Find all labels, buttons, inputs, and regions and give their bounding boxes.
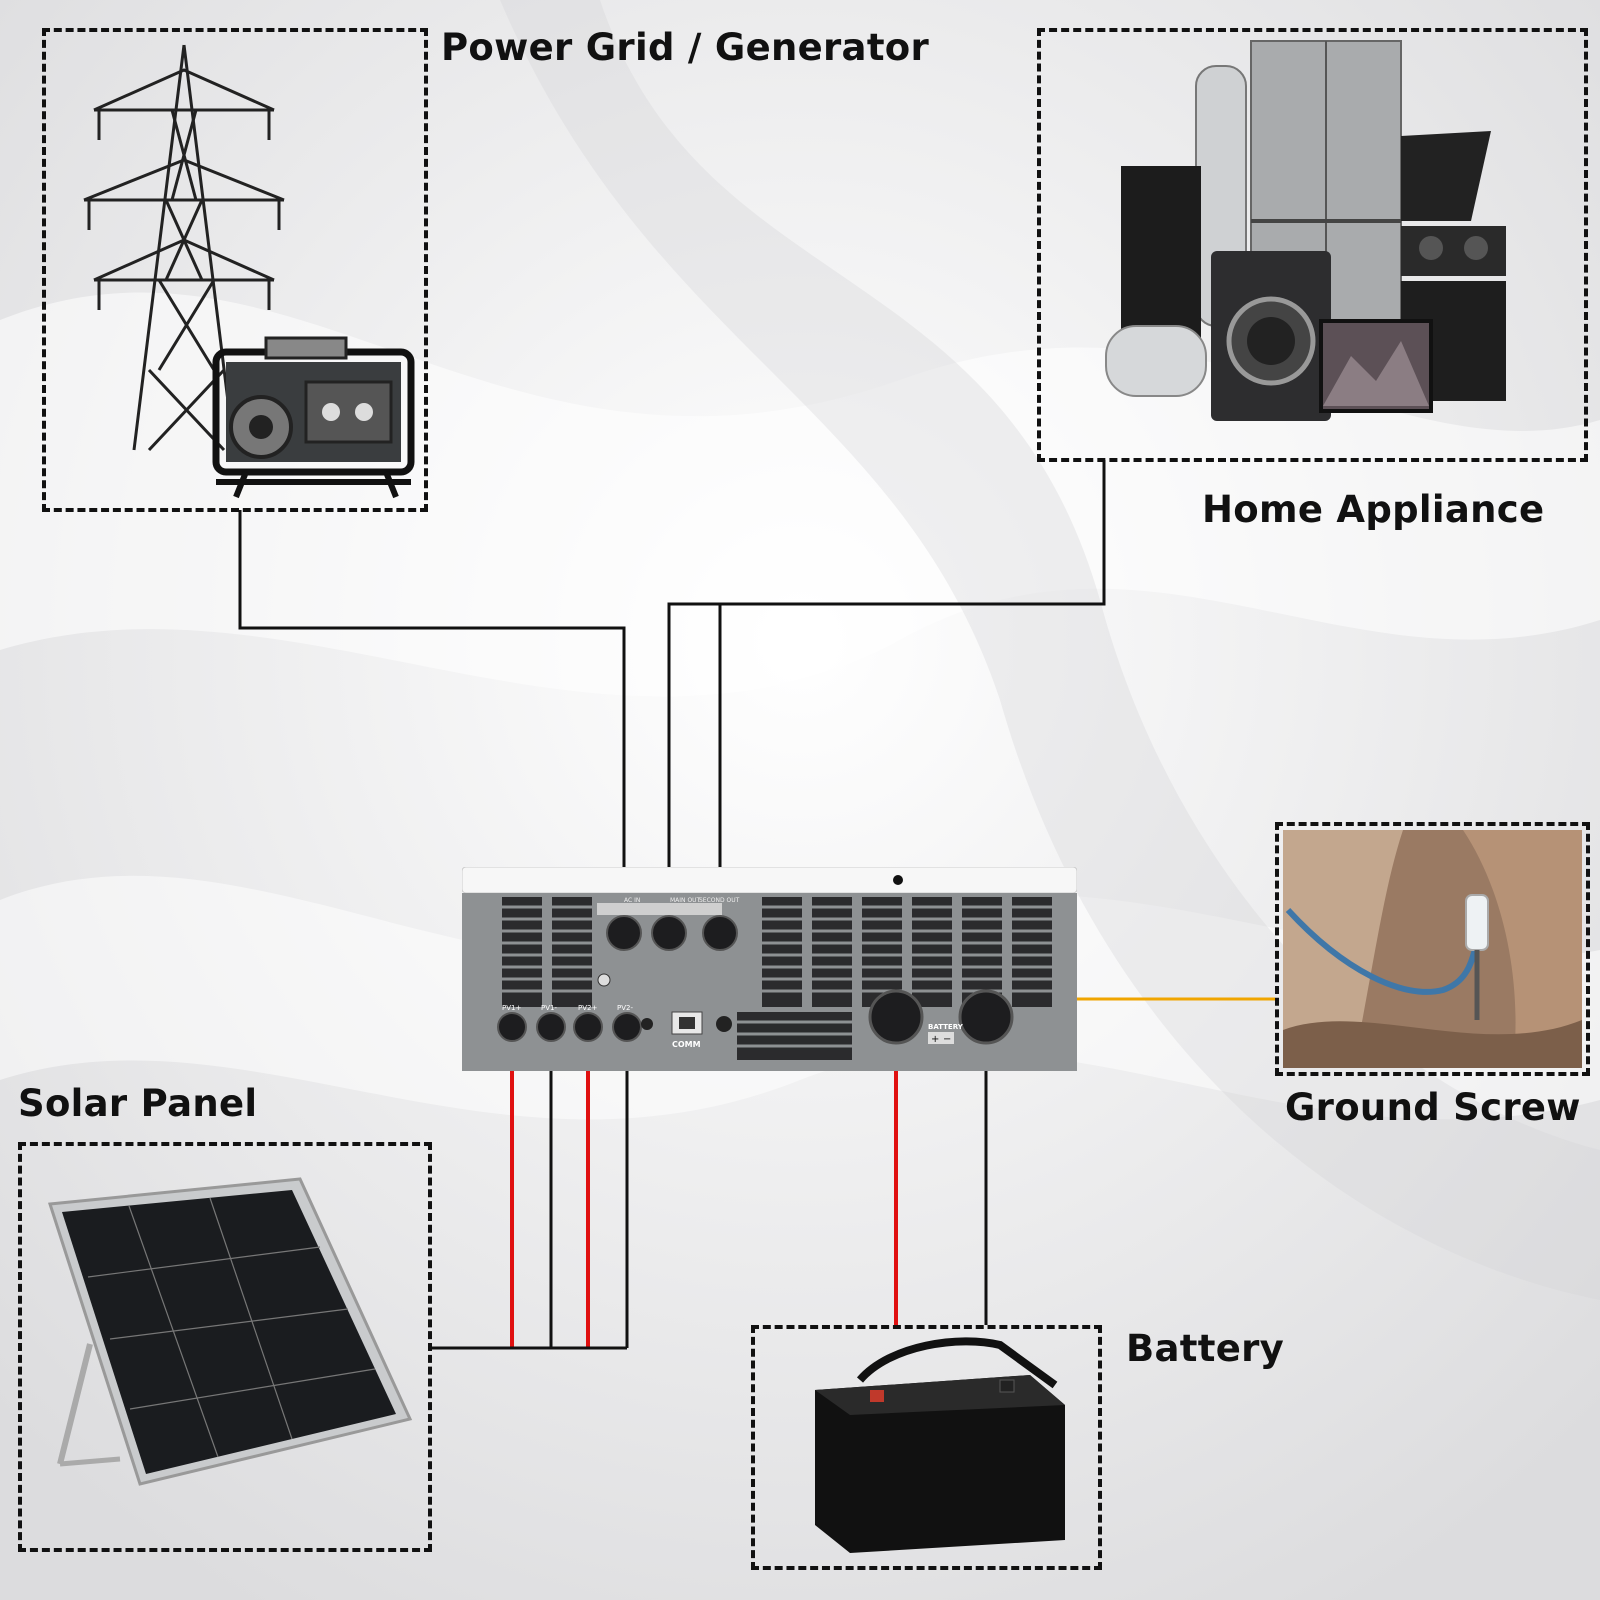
port-label-second-out: SECOND OUT <box>699 897 740 904</box>
port-label-main-out: MAIN OUT <box>670 897 701 904</box>
port-label-battery: BATTERY <box>928 1023 964 1031</box>
battery-minus-sign: − <box>943 1034 951 1045</box>
wire-load-main-out <box>667 460 1106 892</box>
solar-panel-box <box>18 1142 432 1552</box>
port-label-pv2-pos: PV2+ <box>578 1004 597 1012</box>
wire-grid-to-ac-in <box>238 510 626 892</box>
port-label-ac-in: AC IN <box>624 897 640 904</box>
battery-label: Battery <box>1126 1327 1285 1370</box>
wire-load-second-out <box>718 602 1104 892</box>
solar-panel-label: Solar Panel <box>18 1082 258 1125</box>
ground-screw-box <box>1275 822 1590 1076</box>
battery-plus-sign: + <box>931 1034 939 1045</box>
pylon-icon <box>83 44 285 452</box>
grid-generator-box <box>42 28 428 512</box>
ground-screw-label: Ground Screw <box>1285 1086 1581 1129</box>
port-label-pv2-neg: PV2- <box>617 1004 633 1012</box>
solar-panel-icon <box>48 1177 413 1486</box>
battery-box <box>751 1325 1102 1570</box>
appliances-icon <box>1105 40 1506 421</box>
home-appliance-box <box>1037 28 1588 462</box>
home-appliance-label: Home Appliance <box>1202 488 1545 531</box>
inverter-icon: AC IN MAIN OUT SECOND OUT PV1+ PV1- PV2+… <box>462 867 1077 1071</box>
port-label-comm: COMM <box>672 1040 701 1049</box>
port-label-pv1-pos: PV1+ <box>502 1004 521 1012</box>
generator-icon <box>212 336 415 499</box>
port-label-pv1-neg: PV1- <box>541 1004 557 1012</box>
battery-icon <box>815 1337 1065 1553</box>
ground-screw-icon <box>1283 830 1582 1068</box>
grid-label: Power Grid / Generator <box>441 26 930 69</box>
